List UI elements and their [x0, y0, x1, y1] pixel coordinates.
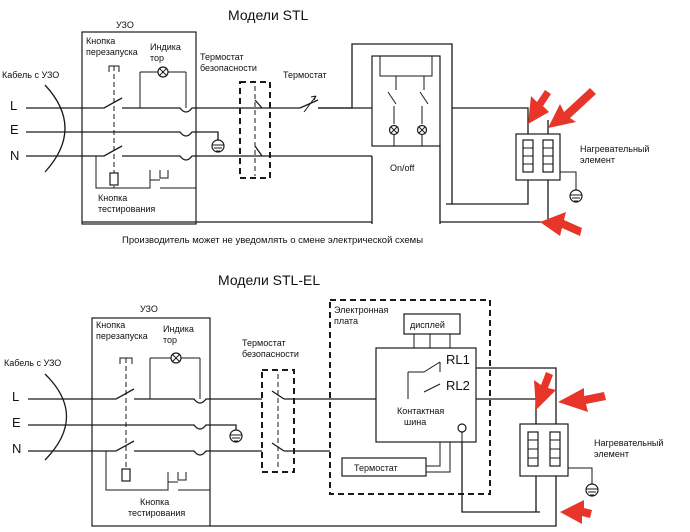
- stl-el-rl1: RL1: [446, 352, 470, 367]
- stl-el-rl2: RL2: [446, 378, 470, 393]
- stl-el-indicator-label: Индика тор: [163, 324, 196, 345]
- stl-uzo-switch-l: [60, 97, 123, 109]
- stl-el-uzo-label: УЗО: [140, 304, 158, 314]
- stl-el-phase-e: E: [12, 415, 21, 430]
- stl-onoff-box: [371, 55, 441, 147]
- stl-phase-e: E: [10, 122, 19, 137]
- stl-title: Модели STL: [228, 7, 309, 23]
- stl-el-rl1-contact: [407, 361, 441, 399]
- stl-el-uzo-switch-n: [62, 440, 135, 452]
- stl-safety-label: Термостат безопасности: [200, 52, 257, 73]
- stl-el-display: [403, 313, 461, 335]
- stl-el-cable-plug: [44, 373, 67, 461]
- stl-el-bus-label: Контактная шина: [397, 406, 447, 427]
- stl-onoff-label: On/off: [390, 163, 415, 173]
- stl-el-heater-label: Нагревательный элемент: [594, 438, 666, 459]
- stl-el-title: Модели STL-EL: [218, 272, 320, 288]
- diagram-stl-el: Модели STL-EL УЗО Кабель с УЗО L E N Кно…: [4, 272, 666, 527]
- stl-heater-element-icon: [515, 133, 561, 181]
- stl-el-phase-n: N: [12, 441, 21, 456]
- stl-red-arrow-icon: [528, 88, 596, 236]
- stl-el-phase-l: L: [12, 389, 19, 404]
- stl-el-heater-ground-icon: [585, 483, 599, 497]
- stl-el-reset-label: Кнопка перезапуска: [96, 320, 148, 341]
- stl-ground-icon: [211, 139, 225, 153]
- stl-el-red-arrow-icon: [534, 372, 606, 524]
- stl-uzo-switch-n: [60, 145, 123, 157]
- stl-el-safety-label: Термостат безопасности: [242, 338, 299, 359]
- stl-el-heater-element-icon: [519, 423, 569, 477]
- stl-el-indicator-lamp-icon: [170, 352, 182, 364]
- stl-el-ground-icon: [229, 429, 243, 443]
- stl-el-electronic-board: [329, 299, 491, 495]
- stl-el-thermostat-box: [341, 457, 427, 477]
- stl-safety-thermostat: [239, 81, 271, 179]
- stl-el-test-label: Кнопка тестирования: [128, 497, 185, 518]
- stl-test-label: Кнопка тестирования: [98, 193, 155, 214]
- stl-el-cable-label: Кабель с УЗО: [4, 358, 61, 368]
- stl-phase-n: N: [10, 148, 19, 163]
- stl-thermostat-label: Термостат: [283, 70, 327, 80]
- stl-note: Производитель может не уведомлять о смен…: [122, 235, 423, 246]
- stl-indicator-label: Индика тор: [150, 42, 183, 63]
- stl-cable-plug: [44, 84, 66, 173]
- stl-el-uzo-box: [91, 317, 211, 527]
- stl-el-uzo-switch-l: [62, 388, 135, 400]
- stl-uzo-label: УЗО: [116, 20, 134, 30]
- stl-el-board-label: Электронная плата: [334, 305, 391, 326]
- stl-heater-label: Нагревательный элемент: [580, 144, 652, 165]
- stl-el-thermostat-label: Термостат: [354, 463, 398, 473]
- stl-el-bus-terminal: [457, 423, 467, 433]
- diagram-stl: Модели STL УЗО Кабель с УЗО L E N Кнопка…: [2, 7, 652, 246]
- stl-uzo-box: [81, 31, 197, 225]
- stl-el-safety-thermostat: [261, 369, 295, 473]
- stl-cable-label: Кабель с УЗО: [2, 70, 59, 80]
- stl-indicator-lamp-icon: [157, 66, 169, 78]
- stl-el-rl2-contact: [423, 362, 441, 393]
- stl-thermostat-switch: [299, 99, 319, 109]
- stl-phase-l: L: [10, 98, 17, 113]
- stl-onoff-lamp-icon: [388, 124, 428, 136]
- stl-heater-ground-icon: [569, 189, 583, 203]
- stl-el-display-label: дисплей: [410, 320, 445, 330]
- stl-reset-label: Кнопка перезапуска: [86, 36, 138, 57]
